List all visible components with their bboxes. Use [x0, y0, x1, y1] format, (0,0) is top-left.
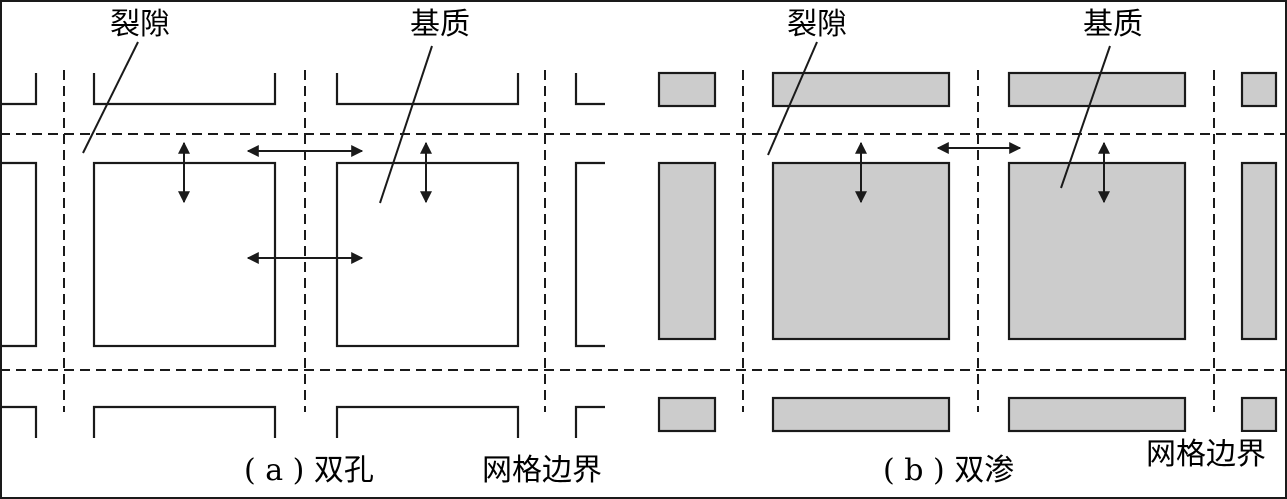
matrix-block-a-bot-3 — [335, 405, 520, 438]
matrix-block-a-top-4 — [574, 73, 605, 106]
label-a-fracture: 裂隙 — [110, 7, 170, 42]
matrix-block-b-bot-1 — [657, 396, 717, 433]
grid-boundaries — [0, 70, 1287, 412]
leader-a-matrix — [379, 45, 433, 204]
matrix-block-a-bot-4 — [574, 405, 605, 438]
label-b-fracture: 裂隙 — [787, 7, 847, 42]
matrix-block-b-top-3 — [1007, 71, 1187, 108]
label-a-matrix: 基质 — [410, 7, 470, 42]
panel-b — [657, 71, 1278, 433]
boundary-label-b-bg — [1140, 432, 1280, 472]
matrix-block-b-top-1 — [657, 71, 717, 108]
boundary-label-b: 网格边界 — [1146, 437, 1266, 472]
boundary-label-a: 网格边界 — [482, 453, 602, 488]
caption-a: ( a ) 双孔 — [244, 453, 374, 488]
caption-b: ( b ) 双渗 — [883, 453, 1014, 488]
matrix-block-a-mid-4 — [574, 161, 605, 348]
leader-b-fracture — [767, 41, 818, 156]
matrix-block-a-top-2 — [92, 73, 277, 106]
matrix-block-a-top-3 — [335, 73, 520, 106]
matrix-block-b-mid-3 — [1007, 161, 1187, 341]
boundary-label-a-bg — [475, 448, 615, 488]
matrix-block-b-bot-3 — [1007, 396, 1187, 433]
leader-b-matrix — [1060, 45, 1111, 189]
matrix-block-b-top-4 — [1240, 71, 1278, 108]
matrix-block-a-mid-3 — [335, 161, 520, 348]
matrix-block-a-top-1 — [0, 73, 38, 106]
matrix-block-b-top-2 — [771, 71, 951, 108]
leader-a-fracture — [82, 41, 139, 154]
matrix-block-a-mid-1 — [0, 161, 38, 348]
matrix-block-b-mid-4 — [1240, 161, 1278, 341]
matrix-block-b-bot-2 — [771, 396, 951, 433]
matrix-block-b-bot-4 — [1240, 396, 1278, 433]
label-b-matrix: 基质 — [1083, 7, 1143, 42]
matrix-block-b-mid-1 — [657, 161, 717, 341]
flow-arrows — [178, 141, 1110, 264]
leader-lines — [82, 41, 1111, 204]
matrix-block-a-bot-2 — [92, 405, 277, 438]
matrix-block-a-bot-1 — [0, 405, 38, 438]
panel-a — [0, 73, 605, 438]
